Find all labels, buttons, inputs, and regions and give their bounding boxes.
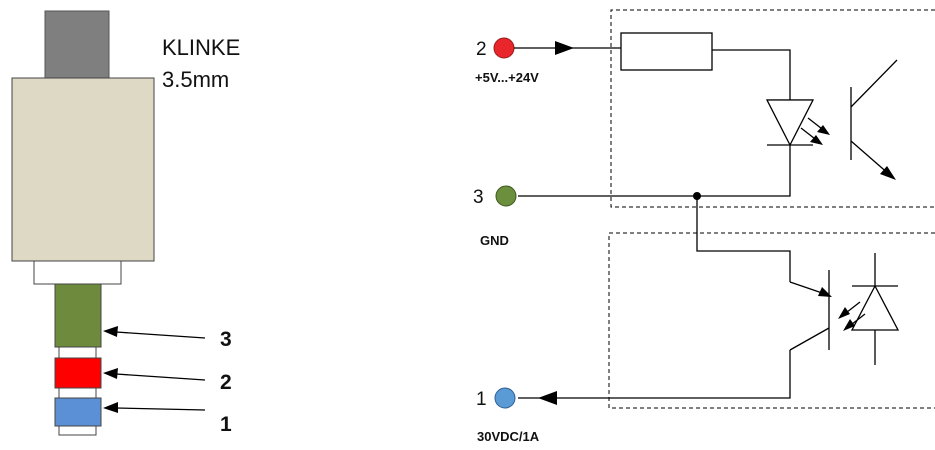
output-rating-label: 30VDC/1A <box>477 429 540 444</box>
plug-ring-segment-2 <box>54 357 102 389</box>
input-optocoupler-box <box>610 9 935 208</box>
led-return-wire <box>518 145 791 197</box>
input-wire <box>514 41 621 55</box>
ground-pin-dot <box>495 185 517 207</box>
ground-label: GND <box>480 233 509 248</box>
output-led-icon <box>838 253 900 365</box>
output-optocoupler-box <box>608 232 935 409</box>
resistor <box>620 32 713 71</box>
pin-label-2: 2 <box>220 371 232 394</box>
output-pin-number: 1 <box>476 389 487 410</box>
input-arrow-icon <box>555 41 574 55</box>
plug-insulator-1 <box>58 346 97 359</box>
input-pin-number: 2 <box>476 39 487 60</box>
pin-label-1: 1 <box>220 413 232 436</box>
ground-to-output-wire <box>696 196 791 282</box>
input-phototransistor-icon <box>850 59 898 180</box>
pin-2-arrow <box>103 368 206 381</box>
plug-collar <box>33 260 122 285</box>
plug-tip-segment-1 <box>54 397 102 427</box>
plug-sleeve-segment-3 <box>54 283 102 348</box>
output-pin-dot <box>494 387 516 409</box>
pin-1-arrow <box>103 402 206 413</box>
output-phototransistor-icon <box>789 270 832 351</box>
input-led-icon <box>765 99 830 147</box>
pin-label-3: 3 <box>220 328 232 351</box>
pin-3-arrow <box>103 326 206 339</box>
input-pin-dot <box>493 37 515 59</box>
audio-jack-plug <box>11 10 155 436</box>
plug-cap <box>44 10 110 79</box>
ground-pin-number: 3 <box>473 187 484 208</box>
plug-tip-end <box>58 425 97 436</box>
plug-body <box>11 77 155 262</box>
input-voltage-label: +5V...+24V <box>475 70 539 85</box>
resistor-to-led-wire <box>712 49 791 100</box>
output-return-wire <box>518 350 791 399</box>
output-arrow-icon <box>538 391 557 405</box>
plug-title-line1: KLINKE <box>162 35 240 60</box>
plug-insulator-2 <box>58 387 97 399</box>
plug-title-line2: 3.5mm <box>162 67 229 92</box>
